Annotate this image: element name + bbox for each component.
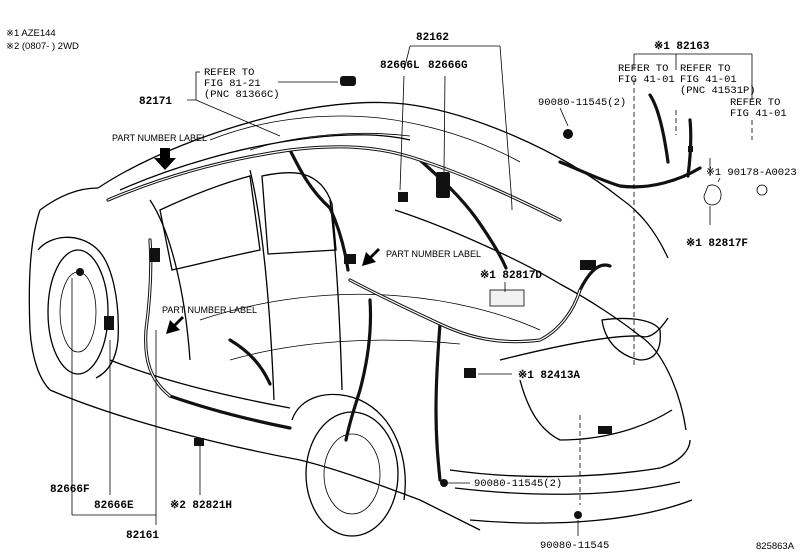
part-number-label-roof: PART NUMBER LABEL [112,133,207,143]
label-82821H: ※2 82821H [170,499,232,512]
part-number-label-side: PART NUMBER LABEL [162,305,257,315]
refer-note-41-01-b: REFER TO FIG 41-01 (PNC 41531P) [680,63,756,97]
pnl-arrow-2 [362,248,380,266]
label-82666L: 82666L [380,60,420,72]
leader-lines [71,45,753,536]
label-90080-bottom: 90080-11545 [540,540,609,552]
ref1-line2: FIG 81-21 [204,78,261,90]
ref1-line1: REFER TO [204,67,254,79]
label-90080-mid: 90080-11545(2) [474,478,562,490]
label-82162: 82162 [416,32,449,44]
harness-floor-main [344,263,612,482]
label-82666F: 82666F [50,484,90,496]
label-90080-top: 90080-11545(2) [538,97,626,109]
ref2-line1: REFER TO [618,63,668,75]
ref4-line1: REFER TO [730,97,780,109]
pnl-arrow-1 [154,148,176,170]
ref3-line2: FIG 41-01 [680,74,737,86]
label-82163: ※1 82163 [654,40,710,53]
ref4-line2: FIG 41-01 [730,108,787,120]
figure-id: 825863A [756,541,795,552]
ref1-line3: (PNC 81366C) [204,89,280,101]
pnl-arrow-3 [166,316,184,334]
refer-note-41-01-c: REFER TO FIG 41-01 [730,97,787,120]
label-82666E: 82666E [94,500,134,512]
ref3-line1: REFER TO [680,63,730,75]
connectors [76,76,768,519]
label-82817D: ※1 82817D [480,269,542,282]
refer-note-81-21: REFER TO FIG 81-21 (PNC 81366C) [204,67,280,101]
refer-note-41-01-a: REFER TO FIG 41-01 [618,63,675,86]
part-number-label-floor: PART NUMBER LABEL [386,249,481,259]
car-body [28,101,693,537]
harness-side [144,238,292,430]
label-82817F: ※1 82817F [686,237,748,250]
note-date-range: ※2 (0807- ) 2WD [6,41,79,52]
harness-roof [106,145,562,272]
ref3-line3: (PNC 41531P) [680,85,756,97]
note-model: ※1 AZE144 [6,28,56,39]
label-90178: ※1 90178-A0023 [706,167,797,179]
label-82413A: ※1 82413A [518,369,580,382]
label-82161: 82161 [126,530,159,542]
ref2-line2: FIG 41-01 [618,74,675,86]
label-82666G: 82666G [428,60,468,72]
label-82171: 82171 [139,96,172,108]
